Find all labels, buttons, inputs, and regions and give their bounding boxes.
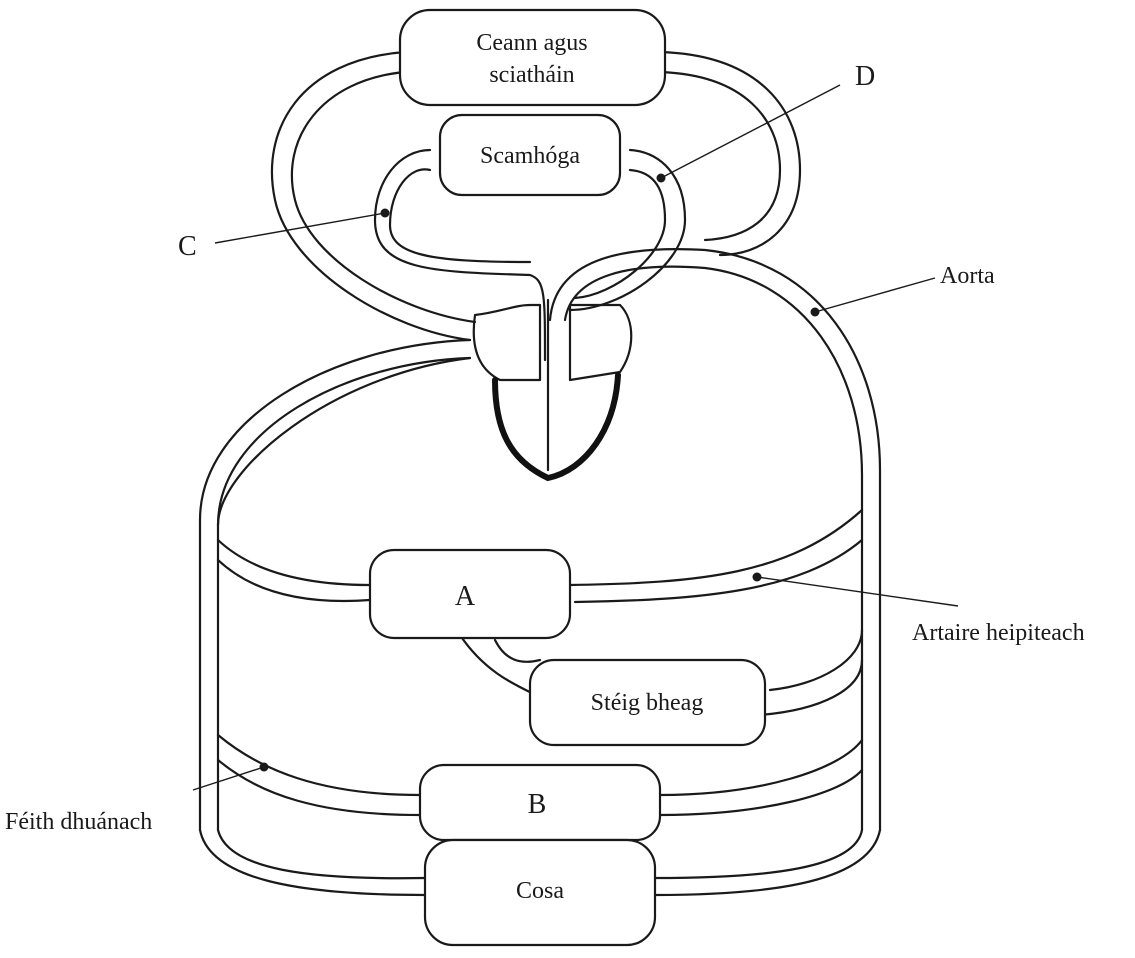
label-aorta: Aorta bbox=[940, 263, 995, 289]
head-vessel-right-inner bbox=[660, 72, 780, 240]
label-hepatic-artery: Artaire heipiteach bbox=[912, 620, 1085, 646]
legs-vessel-left-inner bbox=[218, 830, 425, 878]
hepatic-vessel-left-2 bbox=[218, 560, 370, 601]
organ-head-wings-label-1: Ceann agus bbox=[476, 30, 587, 56]
intestine-vessel-right-2 bbox=[760, 660, 862, 715]
heart-left-atrium bbox=[570, 305, 631, 380]
renal-artery-inner bbox=[660, 770, 862, 815]
organ-small-intestine-label: Stéig bheag bbox=[591, 690, 704, 716]
leader-hepatic-artery bbox=[757, 577, 958, 606]
heart-right-atrium bbox=[474, 305, 540, 380]
label-c: C bbox=[178, 231, 197, 262]
pointer-c bbox=[381, 209, 390, 218]
heart bbox=[474, 300, 632, 478]
label-c-group: C bbox=[178, 209, 390, 263]
pointer-d bbox=[657, 174, 666, 183]
pointer-renal-vein bbox=[260, 763, 269, 772]
legs-vessel-right-outer bbox=[655, 830, 880, 895]
portal-vein-2 bbox=[495, 640, 540, 662]
organ-legs-label: Cosa bbox=[516, 878, 564, 904]
head-vessel-inner bbox=[292, 72, 475, 322]
leader-d bbox=[661, 85, 840, 178]
renal-vein-outer bbox=[218, 735, 420, 795]
organ-b-label: B bbox=[528, 789, 547, 820]
renal-vein-inner bbox=[218, 760, 420, 815]
hepatic-artery-inner bbox=[575, 540, 862, 602]
leader-c bbox=[215, 213, 385, 243]
label-renal-vein-group: Féith dhuánach bbox=[5, 763, 269, 836]
label-hepatic-artery-group: Artaire heipiteach bbox=[753, 573, 1085, 647]
renal-artery-outer bbox=[660, 740, 862, 795]
organ-lungs-label: Scamhóga bbox=[480, 143, 580, 169]
legs-vessel-left-outer bbox=[200, 830, 425, 895]
leader-aorta bbox=[815, 278, 935, 312]
legs-vessel-right-inner bbox=[655, 830, 862, 878]
organ-head-wings-label-2: sciatháin bbox=[489, 62, 574, 88]
organ-a-label: A bbox=[455, 581, 476, 612]
pointer-aorta bbox=[811, 308, 820, 317]
label-d: D bbox=[855, 61, 875, 92]
leader-renal-vein bbox=[193, 767, 264, 790]
intestine-vessel-right bbox=[770, 630, 862, 690]
heart-ventricle-wall bbox=[495, 375, 618, 478]
pointer-hepatic-artery bbox=[753, 573, 762, 582]
label-renal-vein: Féith dhuánach bbox=[5, 809, 152, 835]
organ-head-wings bbox=[400, 10, 665, 105]
label-aorta-group: Aorta bbox=[811, 263, 995, 317]
hepatic-artery-outer bbox=[570, 510, 862, 585]
